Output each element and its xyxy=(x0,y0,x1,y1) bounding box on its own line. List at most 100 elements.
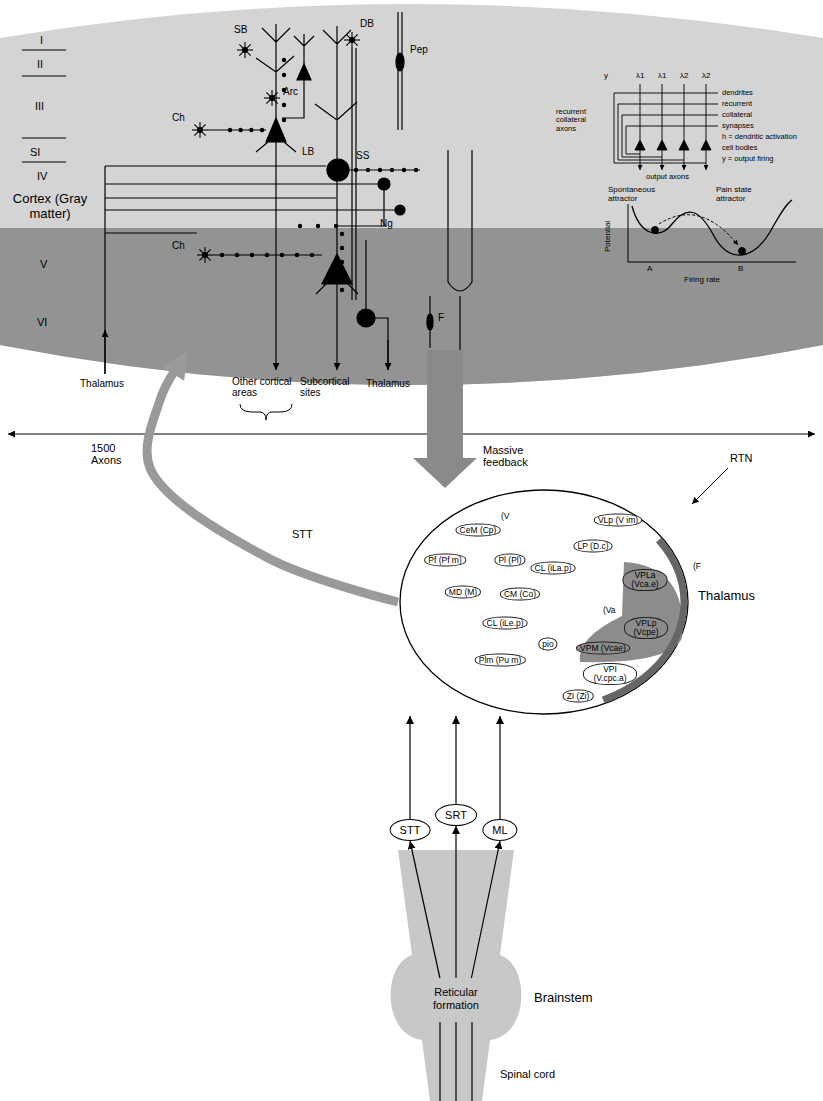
attractor-plot xyxy=(628,200,796,262)
nucleus-label: RTN xyxy=(730,452,752,464)
plot-label: Spontaneous attractor xyxy=(608,186,674,204)
tract-ellipse: ML xyxy=(482,819,517,841)
region-heading: Cortex (Gray matter) xyxy=(8,192,92,222)
node-text: VPLp (Vcpe) xyxy=(628,619,664,637)
cell-label: SS xyxy=(356,150,369,161)
axis-label: Potential xyxy=(604,221,613,252)
nucleus-fragment: (F xyxy=(693,562,701,571)
region-heading: Brainstem xyxy=(534,990,593,1005)
thalamic-nucleus: Plm (Pu m) xyxy=(475,654,526,667)
inset-label: λ2 xyxy=(680,72,688,81)
node-text: MD (M) xyxy=(449,588,477,597)
tract-label: STT xyxy=(292,528,313,540)
axis-label: Firing rate xyxy=(684,276,720,285)
thalamic-nucleus: pio xyxy=(538,638,557,651)
layer-label: VI xyxy=(37,316,47,328)
nucleus-fragment: (V xyxy=(501,512,510,521)
thalamic-nucleus: VPLp (Vcpe) xyxy=(624,617,668,639)
node-text: CL (iLe.p) xyxy=(486,619,523,628)
inset-label: λ2 xyxy=(702,72,710,81)
inset-label: h = dendritic activation xyxy=(722,133,797,141)
axis-label: B xyxy=(738,265,743,274)
brainstem-region: Reticular formationBrainstem xyxy=(391,978,521,1022)
node-text: Reticular formation xyxy=(418,986,494,1011)
node-text: ML xyxy=(492,824,507,836)
axis-label: A xyxy=(647,265,652,274)
region-label: Spinal cord xyxy=(500,1068,555,1080)
thalamic-nucleus: CL (iLa.p) xyxy=(530,562,575,575)
nucleus-fragment: (Va xyxy=(603,606,616,615)
inset-label: λ1 xyxy=(658,72,666,81)
feedback-arrow xyxy=(413,350,477,488)
node-text: pio xyxy=(542,640,553,649)
thalamic-nucleus: CeM (Cp) xyxy=(456,524,501,537)
tract-arrow xyxy=(410,841,440,978)
tract-ellipse: SRT xyxy=(435,804,477,826)
cell-label: SB xyxy=(234,24,247,35)
tract-arrow xyxy=(471,841,500,978)
synapse-dots xyxy=(220,58,418,292)
thalamic-nucleus: VPI (V.cpc.a) xyxy=(583,663,637,685)
plot-label: Pain state attractor xyxy=(716,186,776,204)
cell-label: Arc xyxy=(283,86,298,97)
node-text: ZI (Zi) xyxy=(567,692,590,701)
tract-ellipse: STT xyxy=(390,819,431,841)
node-text: CM (Co) xyxy=(504,590,536,599)
cell-label: Pep xyxy=(410,44,428,55)
inset-label: cell bodies xyxy=(722,144,757,152)
target-label: Other cortical areas xyxy=(232,376,296,398)
inset-label: synapses xyxy=(722,122,754,130)
node-text: VPI (V.cpc.a) xyxy=(587,665,633,683)
inset-label: dendrites xyxy=(722,89,753,97)
cell-label: DB xyxy=(360,18,374,29)
node-text: SRT xyxy=(445,809,467,821)
cortical-neurons xyxy=(105,12,472,374)
thalamic-nucleus: CM (Co) xyxy=(500,588,540,601)
tract-arrow xyxy=(455,716,456,804)
thalamic-nucleus: VLp (V im) xyxy=(594,514,642,527)
cell-label: Ng xyxy=(380,218,393,229)
inset-label: λ1 xyxy=(636,72,644,81)
thalamic-nucleus: VPM (Vcae) xyxy=(576,642,630,655)
inset-label: y xyxy=(604,72,608,81)
node-text: VLp (V im) xyxy=(598,516,638,525)
inset-label: output axons xyxy=(646,173,689,181)
cortex-ground xyxy=(0,4,823,385)
thalamic-nucleus: LP (D.c) xyxy=(573,540,612,553)
node-text: Plm (Pu m) xyxy=(479,656,522,665)
inset-label: y = output firing xyxy=(722,155,774,163)
layer-label: I xyxy=(40,34,43,46)
edge-label: Massive feedback xyxy=(482,444,544,468)
target-label: Thalamus xyxy=(366,378,410,389)
node-text: LP (D.c) xyxy=(577,542,608,551)
inset-label: recurrent xyxy=(722,100,752,108)
layer-label: V xyxy=(40,258,47,270)
node-text: VPM (Vcae) xyxy=(580,644,626,653)
node-text: CeM (Cp) xyxy=(460,526,497,535)
node-text: VPLa (Vca.e) xyxy=(627,571,664,589)
thalamic-nucleus: Pl (Pl) xyxy=(494,554,525,567)
stellate-cells xyxy=(192,32,360,263)
layer-label: II xyxy=(37,58,43,70)
layer-ticks xyxy=(22,50,66,162)
thalamic-nucleus: Pf (Pf m) xyxy=(424,554,466,567)
inset-label: recurrent collateral axons xyxy=(556,108,608,133)
tract-arrow xyxy=(147,371,398,602)
network-inset xyxy=(614,84,718,170)
thalamus-outline: ThalamusVLp (V im)CeM (Cp)LP (D.c)Pf (Pf… xyxy=(398,488,690,716)
thalamic-nucleus: MD (M) xyxy=(445,586,481,599)
node-text: CL (iLa.p) xyxy=(534,564,571,573)
cell-label: F xyxy=(438,312,444,323)
cell-label: LB xyxy=(302,146,314,157)
target-label: Thalamus xyxy=(80,378,124,389)
region-heading: Thalamus xyxy=(698,588,755,603)
layer-label: IV xyxy=(37,170,47,182)
node-text: Pf (Pf m) xyxy=(428,556,462,565)
node-text: Pl (Pl) xyxy=(498,556,521,565)
cell-label: Ch xyxy=(172,240,185,251)
cell-label: Ch xyxy=(172,112,185,123)
thalamic-nucleus: CL (iLe.p) xyxy=(482,617,527,630)
